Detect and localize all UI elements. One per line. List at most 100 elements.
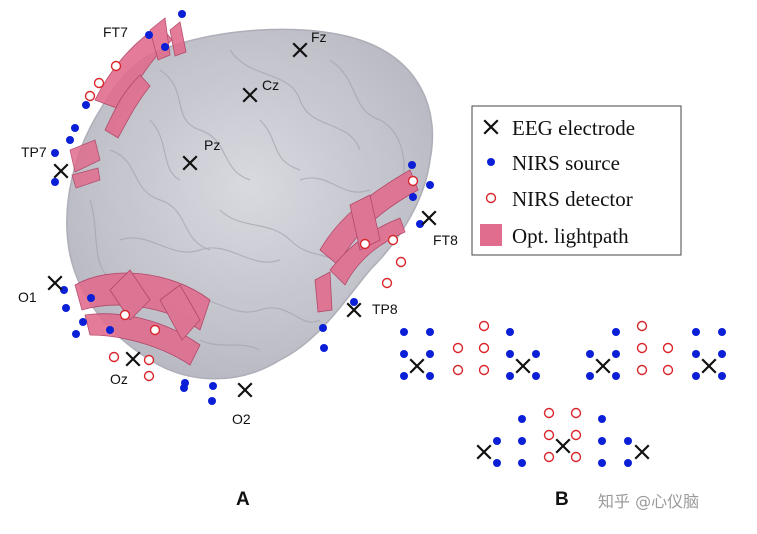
source-dot [506, 372, 514, 380]
source-dot [493, 459, 501, 467]
detector-ring [143, 354, 155, 366]
source-dot [209, 382, 217, 390]
label-o2: O2 [232, 411, 251, 427]
source-dot [718, 372, 726, 380]
source-dot [82, 101, 90, 109]
detector-ring [407, 175, 419, 187]
legend-lightpath-swatch [480, 224, 502, 246]
legend-source-marker [487, 158, 495, 166]
detector-ring [636, 320, 648, 332]
source-dot [350, 298, 358, 306]
eeg-cross-oz [125, 351, 141, 367]
source-dot [426, 328, 434, 336]
source-dot [518, 459, 526, 467]
source-dot [598, 437, 606, 445]
source-dot [493, 437, 501, 445]
label-ft7: FT7 [103, 24, 128, 40]
eeg-cross-o1 [47, 275, 63, 291]
source-dot [624, 437, 632, 445]
panel-label-a: A [236, 489, 250, 510]
legend-box [471, 105, 682, 256]
eeg-cross-tp8 [346, 302, 362, 318]
detector-ring [149, 324, 161, 336]
detector-ring [119, 309, 131, 321]
source-dot [518, 437, 526, 445]
detector-ring [570, 429, 582, 441]
detector-ring [108, 351, 120, 363]
lightpath-ft7 [94, 17, 187, 139]
eeg-cross-cz [242, 87, 258, 103]
source-dot [506, 350, 514, 358]
brain-gyri [89, 49, 405, 351]
label-cz: Cz [262, 77, 279, 93]
source-dot [320, 344, 328, 352]
eeg-cross [515, 358, 531, 374]
eeg-cross-o2 [237, 382, 253, 398]
label-ft8: FT8 [433, 232, 458, 248]
source-dot [51, 178, 59, 186]
source-dot [586, 350, 594, 358]
eeg-cross [409, 358, 425, 374]
eeg-cross [555, 438, 571, 454]
detector-ring [662, 342, 674, 354]
source-dot [145, 31, 153, 39]
legend: EEG electrode NIRS source NIRS detector … [471, 105, 682, 256]
source-dot [51, 149, 59, 157]
legend-lightpath-label: Opt. lightpath [512, 224, 629, 248]
source-dot [409, 193, 417, 201]
source-dot [66, 136, 74, 144]
detector-ring [478, 342, 490, 354]
lightpath-ft8 [314, 169, 419, 313]
source-dot [692, 372, 700, 380]
source-dot [60, 286, 68, 294]
source-dot [586, 372, 594, 380]
source-dot [178, 10, 186, 18]
source-dot [718, 350, 726, 358]
detector-ring [543, 451, 555, 463]
nirs-sources-a [51, 10, 434, 405]
source-dot [79, 318, 87, 326]
source-dot [426, 372, 434, 380]
source-dot [506, 328, 514, 336]
detector-ring [543, 429, 555, 441]
detector-ring [381, 277, 393, 289]
source-dot [319, 324, 327, 332]
label-o1: O1 [18, 289, 37, 305]
source-dot [612, 328, 620, 336]
legend-eeg-marker [483, 119, 499, 135]
detector-ring [570, 407, 582, 419]
source-dot [62, 304, 70, 312]
source-dot [624, 459, 632, 467]
eeg-cross-pz [182, 155, 198, 171]
legend-detector-marker [485, 192, 497, 204]
watermark: 知乎 @心仪脑 [598, 492, 699, 511]
detector-ring [143, 370, 155, 382]
lightpath-tp7 [69, 139, 101, 189]
nirs-detectors-b [452, 320, 674, 463]
source-dot [426, 181, 434, 189]
detector-ring [387, 234, 399, 246]
eeg-cross-tp7 [53, 163, 69, 179]
legend-source-label: NIRS source [512, 151, 620, 175]
source-dot [598, 415, 606, 423]
source-dot [180, 384, 188, 392]
detector-ring [395, 256, 407, 268]
source-dot [532, 372, 540, 380]
source-dot [72, 330, 80, 338]
label-oz: Oz [110, 371, 128, 387]
detector-ring [662, 364, 674, 376]
source-dot [612, 350, 620, 358]
source-dot [426, 350, 434, 358]
source-dot [400, 328, 408, 336]
detector-ring [93, 77, 105, 89]
panel-a: Fz Cz Pz FT7 TP7 FT8 TP8 O1 Oz O2 A [18, 10, 458, 510]
source-dot [692, 350, 700, 358]
panel-b: B [400, 320, 726, 510]
legend-detector-label: NIRS detector [512, 187, 633, 211]
source-dot [612, 372, 620, 380]
detector-ring [84, 90, 96, 102]
source-dot [106, 326, 114, 334]
detector-ring [110, 60, 122, 72]
nirs-detectors-a [84, 60, 419, 382]
